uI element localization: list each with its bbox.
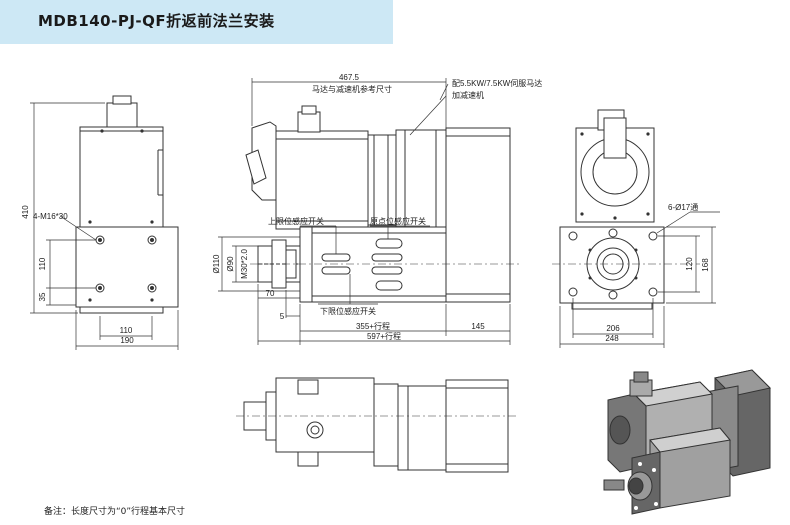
dim-thread-m16: 4-M16*30	[33, 212, 68, 221]
dim-145: 145	[471, 322, 485, 331]
dim-206: 206	[606, 324, 620, 333]
title-banner	[0, 0, 393, 44]
footnote: 备注：长度尺寸为“0”行程基本尺寸	[44, 507, 186, 517]
upper-limit-switch-label: 上限位感应开关	[268, 216, 324, 226]
dim-467-5: 467.5	[339, 73, 360, 82]
origin-switch-label: 原点位感应开关	[370, 216, 426, 226]
isometric-view	[603, 369, 772, 515]
motor-note-line-1: 配5.5KW/7.5KW伺服马达	[452, 78, 542, 88]
dim-597: 597+行程	[367, 331, 401, 341]
lower-limit-switch-label: 下限位感应开关	[320, 306, 376, 316]
dim-168: 168	[701, 258, 710, 272]
dim-355: 355+行程	[356, 321, 390, 331]
left-view: 410 4-M16*30 110 35 110 190	[21, 95, 179, 350]
dim-410: 410	[21, 205, 30, 219]
right-view: 6-Ø17通 120 168 206 248	[552, 109, 720, 348]
dim-5: 5	[280, 312, 285, 321]
dim-467-note: 马达与减速机参考尺寸	[312, 84, 392, 94]
page-title: MDB140-PJ-QF折返前法兰安装	[38, 12, 275, 30]
dim-6-holes: 6-Ø17通	[668, 202, 698, 212]
dim-70: 70	[266, 289, 275, 298]
dim-120: 120	[685, 257, 694, 271]
dim-190: 190	[120, 336, 134, 345]
dim-d110: Ø110	[212, 254, 221, 274]
dim-d90: Ø90	[226, 256, 235, 272]
motor-note-line-2: 加减速机	[452, 90, 484, 100]
dim-110-vertical: 110	[38, 257, 47, 270]
dim-248: 248	[605, 334, 619, 343]
top-view	[236, 377, 518, 473]
dim-110-horizontal: 110	[120, 326, 133, 335]
dim-35: 35	[38, 292, 47, 301]
dim-m30: M30*2.0	[240, 249, 249, 279]
side-view: 467.5 马达与减速机参考尺寸 配5.5KW/7.5KW伺服马达 加减速机 上…	[212, 73, 542, 345]
